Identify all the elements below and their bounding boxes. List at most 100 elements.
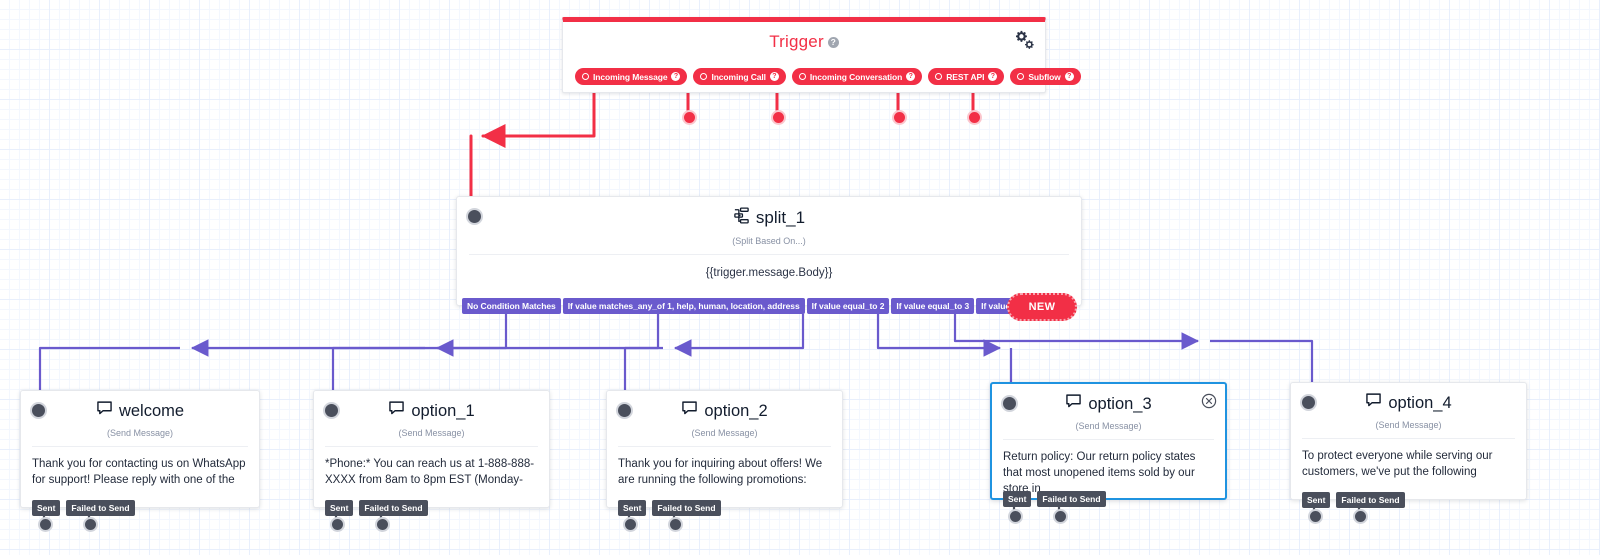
node-output-list: Sent Failed to Send <box>325 500 428 516</box>
output-sent[interactable]: Sent <box>32 500 61 516</box>
node-title-row: option_1 <box>314 391 549 421</box>
output-sent[interactable]: Sent <box>1003 491 1032 507</box>
node-message-body: Thank you for inquiring about offers! We… <box>618 458 823 486</box>
output-endpoint-dot[interactable] <box>38 517 53 532</box>
node-input-dot[interactable] <box>323 402 340 419</box>
transition-equal-to-3[interactable]: If value equal_to 3 <box>891 298 975 314</box>
message-node-option-3[interactable]: option_3 (Send Message) Return policy: O… <box>990 382 1227 507</box>
transition-no-condition-matches[interactable]: No Condition Matches <box>462 298 561 314</box>
output-failed-to-send[interactable]: Failed to Send <box>359 500 428 516</box>
wire-equal3-to-option3 <box>876 314 1013 382</box>
help-icon[interactable]: ? <box>988 72 998 81</box>
node-name: option_1 <box>411 401 475 420</box>
gears-icon[interactable] <box>1013 30 1035 50</box>
split-expression: {{trigger.message.Body}} <box>705 267 833 279</box>
transition-equal-to-2[interactable]: If value equal_to 2 <box>806 298 890 314</box>
circle-icon <box>798 73 806 80</box>
output-failed-to-send[interactable]: Failed to Send <box>652 500 721 516</box>
trigger-pill-list: Incoming Message ? Incoming Call ? Incom… <box>563 68 1081 85</box>
message-node-option-1[interactable]: option_1 (Send Message) *Phone:* You can… <box>313 390 550 516</box>
split-type-label: (Split Based On...) <box>732 236 806 246</box>
trigger-endpoint-dot[interactable] <box>682 110 697 125</box>
node-input-dot[interactable] <box>1001 395 1018 412</box>
help-icon[interactable]: ? <box>827 37 839 48</box>
output-failed-to-send[interactable]: Failed to Send <box>66 500 135 516</box>
output-endpoint-dot[interactable] <box>375 517 390 532</box>
node-type-label: (Send Message) <box>398 428 465 438</box>
node-title-row: option_3 <box>992 384 1225 414</box>
message-node-option-4[interactable]: option_4 (Send Message) To protect every… <box>1290 382 1527 508</box>
send-message-icon <box>1365 393 1382 413</box>
output-endpoint-dot[interactable] <box>330 517 345 532</box>
node-title-row: option_2 <box>607 391 842 421</box>
node-message-body: Return policy: Our return policy states … <box>1003 451 1196 495</box>
trigger-pill-incoming-conversation[interactable]: Incoming Conversation ? <box>791 68 923 85</box>
circle-icon <box>700 73 708 80</box>
send-message-icon <box>1065 394 1082 414</box>
split-title-row: split_1 <box>733 207 805 229</box>
node-message-body: Thank you for contacting us on WhatsApp … <box>32 458 246 486</box>
trigger-endpoint-dot[interactable] <box>892 110 907 125</box>
trigger-node[interactable]: Trigger? Incoming Message ? Incoming Cal… <box>562 17 1081 93</box>
trigger-endpoint-dot[interactable] <box>771 110 786 125</box>
divider <box>1003 439 1214 440</box>
output-endpoint-dot[interactable] <box>1008 509 1023 524</box>
node-name: option_3 <box>1088 394 1152 413</box>
pill-label: Incoming Message <box>593 71 668 82</box>
wire-trigger-to-split <box>469 84 596 202</box>
help-icon[interactable]: ? <box>769 72 779 81</box>
wire-no-condition-to-welcome <box>38 314 508 390</box>
wire-equal2-to-option2 <box>623 314 805 390</box>
output-endpoint-dot[interactable] <box>668 517 683 532</box>
node-input-dot[interactable] <box>30 402 47 419</box>
node-output-list: Sent Failed to Send <box>1003 491 1106 507</box>
pill-label: Subflow <box>1028 71 1061 82</box>
message-node-welcome[interactable]: welcome (Send Message) Thank you for con… <box>20 390 260 516</box>
split-node[interactable]: split_1 (Split Based On...) {{trigger.me… <box>456 196 1082 306</box>
output-endpoint-dot[interactable] <box>1308 509 1323 524</box>
message-node-option-2[interactable]: option_2 (Send Message) Thank you for in… <box>606 390 843 516</box>
output-endpoint-dot[interactable] <box>83 517 98 532</box>
trigger-pill-incoming-call[interactable]: Incoming Call ? <box>693 68 786 85</box>
output-endpoint-dot[interactable] <box>623 517 638 532</box>
output-failed-to-send[interactable]: Failed to Send <box>1336 492 1405 508</box>
output-sent[interactable]: Sent <box>618 500 647 516</box>
output-endpoint-dot[interactable] <box>1053 509 1068 524</box>
output-endpoint-dot[interactable] <box>1353 509 1368 524</box>
wire-matches-any-to-option1 <box>331 314 660 390</box>
divider <box>1302 438 1515 439</box>
divider <box>32 446 248 447</box>
close-circle-icon[interactable] <box>1201 393 1217 409</box>
split-icon <box>733 207 750 229</box>
pill-label: REST API <box>946 71 985 82</box>
output-sent[interactable]: Sent <box>325 500 354 516</box>
circle-icon <box>935 73 943 80</box>
node-input-dot[interactable] <box>1300 394 1317 411</box>
split-node-name: split_1 <box>755 208 806 227</box>
trigger-pill-incoming-message[interactable]: Incoming Message ? <box>575 68 688 85</box>
node-input-dot[interactable] <box>466 208 483 225</box>
pill-label: Incoming Conversation <box>809 71 903 82</box>
help-icon[interactable]: ? <box>1064 72 1074 81</box>
help-icon[interactable]: ? <box>906 72 916 81</box>
node-output-list: Sent Failed to Send <box>1302 492 1405 508</box>
node-name: welcome <box>118 401 185 420</box>
trigger-pill-rest-api[interactable]: REST API ? <box>928 68 1005 85</box>
help-icon[interactable]: ? <box>671 72 681 81</box>
node-input-dot[interactable] <box>616 402 633 419</box>
output-failed-to-send[interactable]: Failed to Send <box>1037 491 1106 507</box>
wire-equal4-to-option4 <box>953 314 1314 382</box>
send-message-icon <box>681 401 698 421</box>
output-sent[interactable]: Sent <box>1302 492 1331 508</box>
send-message-icon <box>388 401 405 421</box>
transition-matches-any-of[interactable]: If value matches_any_of 1, help, human, … <box>562 298 805 314</box>
add-transition-button[interactable]: NEW <box>1007 293 1077 321</box>
circle-icon <box>1017 73 1025 80</box>
divider <box>618 446 831 447</box>
trigger-title-row: Trigger? <box>563 32 1045 52</box>
trigger-endpoint-dot[interactable] <box>967 110 982 125</box>
node-type-label: (Send Message) <box>691 428 758 438</box>
trigger-pill-subflow[interactable]: Subflow ? <box>1010 68 1081 85</box>
node-message-body: To protect everyone while serving our cu… <box>1302 450 1493 478</box>
